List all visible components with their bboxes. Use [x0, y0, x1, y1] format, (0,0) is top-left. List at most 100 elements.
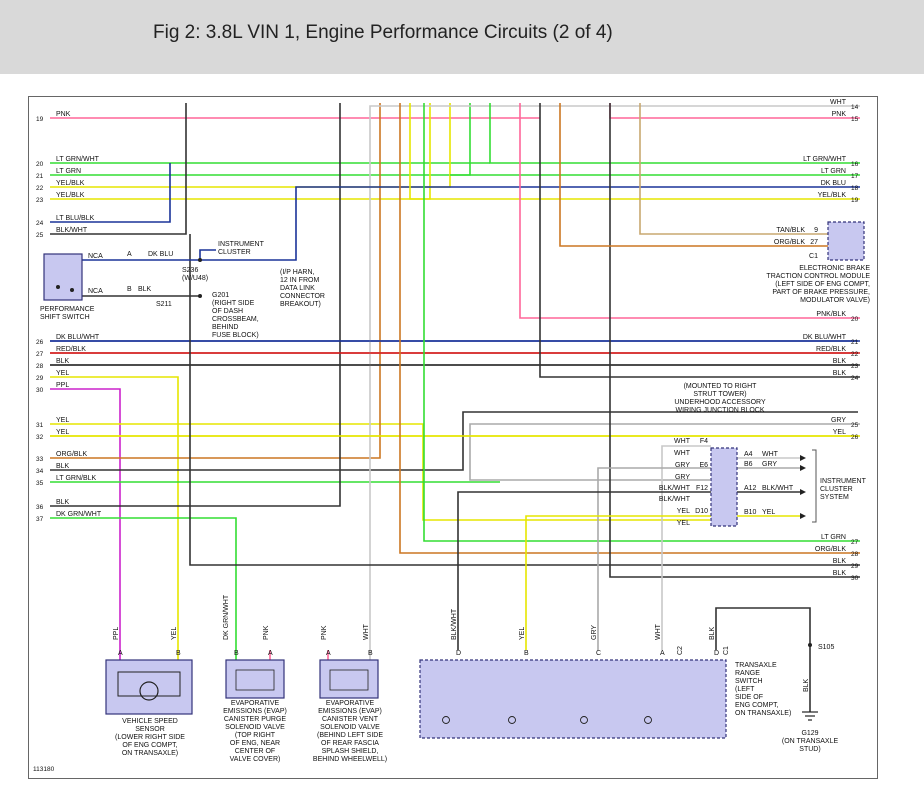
left-wire-number: 31: [36, 422, 44, 429]
right-wire-number: 20: [851, 316, 859, 323]
jb-left-wire-label: BLK/WHT: [659, 496, 691, 503]
trs-conn-label: C1: [723, 646, 730, 655]
right-wire-number: 30: [851, 575, 859, 582]
left-wire-number: 21: [36, 173, 44, 180]
jb-right-pin-label: A4: [744, 451, 753, 458]
instrument-cluster-label: CLUSTER: [218, 249, 251, 256]
ebtcm-module: [827, 221, 865, 261]
right-wire-28: [399, 103, 860, 554]
jb-right-wire-label: WHT: [762, 451, 779, 458]
wire-label: DK BLU: [148, 251, 173, 258]
wire-label: BLK: [803, 678, 810, 692]
right-wire-number: 29: [851, 563, 859, 570]
harness-note: CONNECTOR: [280, 293, 325, 300]
right-wire-number: 28: [851, 551, 859, 558]
trs-label: TRANSAXLE: [735, 662, 777, 669]
ebtcm-conn-label: C1: [809, 253, 818, 260]
jb-right-pin-label: B6: [744, 461, 753, 468]
right-wire-number: 26: [851, 434, 859, 441]
transaxle-range-switch: [419, 659, 727, 739]
right-wire-27: [423, 103, 860, 542]
canister-purge-solenoid: [225, 659, 285, 699]
vss-label: OF ENG COMPT,: [122, 742, 177, 749]
right-wire-29: [189, 234, 860, 566]
junction-block: [710, 447, 738, 527]
arrow-icon: [800, 455, 806, 461]
vent-label: EMISSIONS (EVAP): [318, 708, 382, 715]
left-wire-label: LT GRN/WHT: [56, 156, 100, 163]
junction-block-label: (MOUNTED TO RIGHT: [684, 383, 758, 390]
trs-label: (LEFT: [735, 686, 755, 693]
instrument-cluster-system-label: INSTRUMENT: [820, 478, 867, 485]
trs-pin-label: D: [714, 650, 719, 657]
left-wire-label: BLK: [56, 358, 70, 365]
left-wire-label: YEL: [56, 370, 69, 377]
right-wire-24: [539, 103, 860, 378]
ground-g201-label: CROSSBEAM,: [212, 316, 259, 323]
left-wire-29: [50, 376, 179, 650]
right-wire-number: 14: [851, 104, 859, 111]
harness-note: BREAKOUT): [280, 301, 321, 308]
vent-label: (BEHIND LEFT SIDE: [317, 732, 383, 739]
ground-g129-label: STUD): [799, 746, 820, 753]
vss-label: SENSOR: [135, 726, 165, 733]
right-wire-label: BLK: [833, 370, 847, 377]
right-wire-label: WHT: [830, 99, 847, 106]
jb-left-pin-label: E6: [699, 462, 708, 469]
arrow-icon: [800, 513, 806, 519]
jb-yel-wire: [525, 515, 711, 650]
solenoid-body-icon: [235, 669, 275, 691]
left-wire-21: [50, 103, 471, 176]
diagram-id: 113180: [33, 766, 55, 773]
left-wire-label: BLK: [56, 499, 70, 506]
trs-wire-label: YEL: [519, 627, 526, 640]
jb-left-wire-label: GRY: [675, 474, 690, 481]
jb-right-pin-label: B10: [744, 509, 757, 516]
pin-label: A: [118, 650, 123, 657]
right-wire-label: PNK/BLK: [816, 311, 846, 318]
junction-block-label: WIRING JUNCTION BLOCK: [675, 407, 764, 414]
right-wire-number: 15: [851, 116, 859, 123]
contact-dot: [56, 285, 60, 289]
right-wire-18: [200, 186, 860, 261]
right-wire-label: DK BLU/WHT: [803, 334, 847, 341]
trs-label: ENG COMPT,: [735, 702, 779, 709]
wire-label: PNK: [321, 625, 328, 640]
splice-s236: [198, 258, 202, 262]
left-wire-label: PNK: [56, 111, 71, 118]
perf-switch-label: PERFORMANCE: [40, 306, 95, 313]
left-wire-number: 29: [36, 375, 44, 382]
ground-g201-label: BEHIND: [212, 324, 238, 331]
vss-label: ON TRANSAXLE): [122, 750, 178, 757]
right-wire-number: 22: [851, 351, 859, 358]
left-wire-label: BLK: [56, 463, 70, 470]
jb-left-wire-label: YEL: [677, 508, 690, 515]
trs-ground-symbol-icon: [508, 716, 516, 724]
jb-blkwht-wire: [457, 491, 711, 650]
nca-label: NCA: [88, 288, 103, 295]
canister-vent-solenoid: [319, 659, 379, 699]
left-wire-number: 30: [36, 387, 44, 394]
left-wire-number: 22: [36, 185, 44, 192]
wire-label: BLK: [138, 286, 152, 293]
vss-label: VEHICLE SPEED: [122, 718, 178, 725]
wire-label: PNK: [263, 625, 270, 640]
arrow-icon: [800, 489, 806, 495]
vent-label: CANISTER VENT: [322, 716, 379, 723]
ground-g201-label: FUSE BLOCK): [212, 332, 259, 339]
wire-label: YEL: [171, 627, 178, 640]
left-wire-number: 23: [36, 197, 44, 204]
left-wire-label: YEL/BLK: [56, 192, 85, 199]
right-wire-25: [469, 423, 860, 481]
sensor-coil-icon: [117, 671, 181, 697]
trs-ground-symbol-icon: [580, 716, 588, 724]
splice-label: S105: [818, 644, 834, 651]
left-wire-number: 24: [36, 220, 44, 227]
tan-blk-wire: [639, 103, 828, 235]
purge-label: CENTER OF: [235, 748, 275, 755]
jb-left-wire-label: GRY: [675, 462, 690, 469]
splice-s105: [808, 643, 812, 647]
trs-ground-symbol-icon: [644, 716, 652, 724]
left-wire-label: BLK/WHT: [56, 227, 88, 234]
